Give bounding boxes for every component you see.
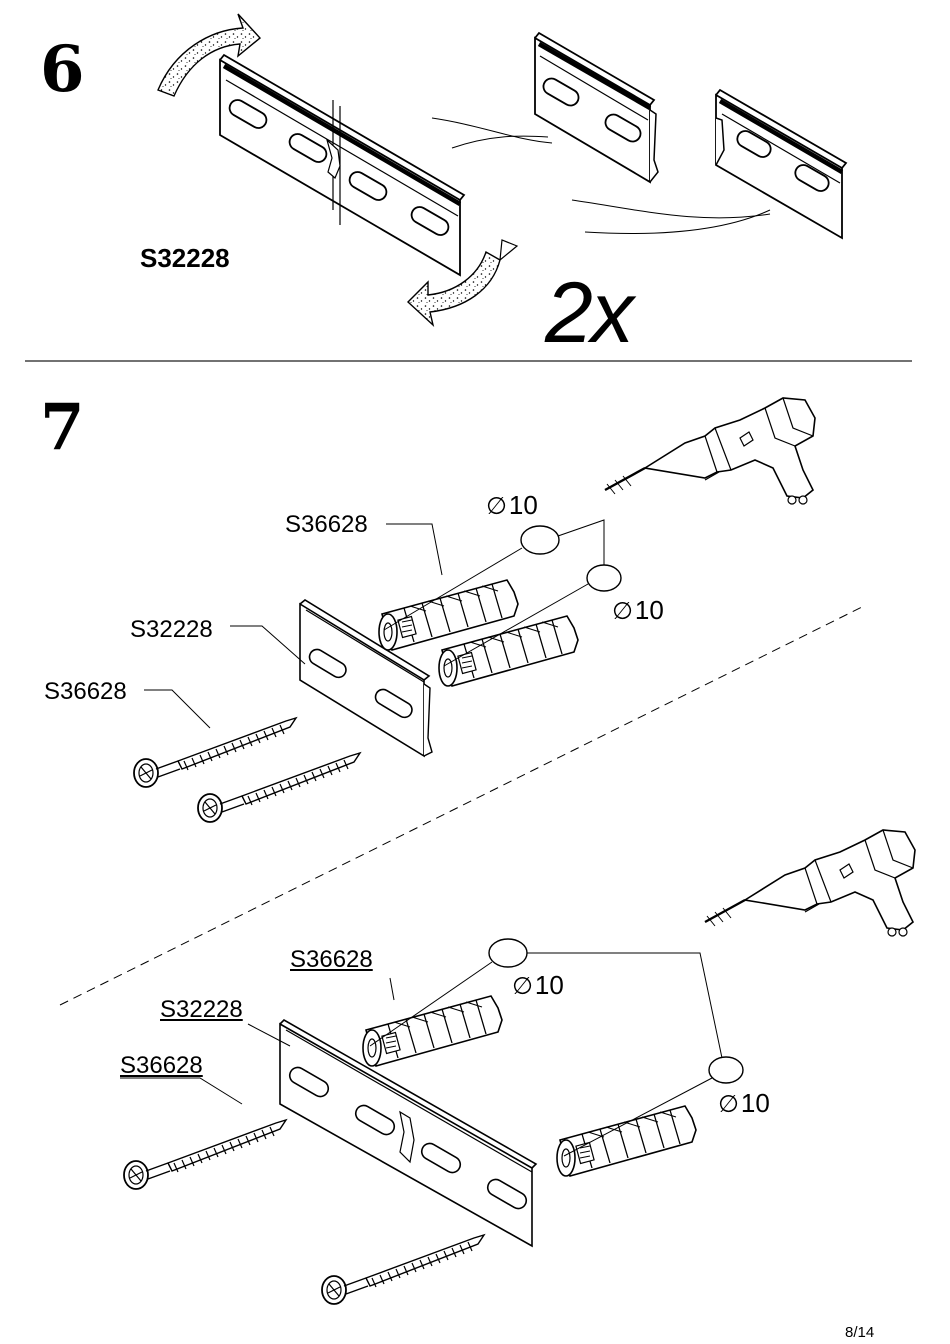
upper-drill-diameter-1-value: 10 [508,490,538,520]
upper-bracket [299,599,433,758]
upper-bracket-code: S32228 [130,616,213,643]
upper-drill-diameter-1: ∅10 [486,492,538,518]
diameter-icon: ∅ [612,597,633,625]
step-6-quantity: 2x [545,265,634,361]
diameter-icon: ∅ [486,492,507,520]
lower-drill-diameter-1-value: 10 [534,970,564,1000]
upper-drill-diameter-2: ∅10 [612,597,664,623]
upper-drill [603,396,817,506]
lower-screw-1 [123,1119,287,1190]
lower-screw-code: S36628 [120,1052,203,1079]
lower-drill-diameter-2-value: 10 [740,1088,770,1118]
lower-bracket [279,1019,538,1248]
step-6-number: 6 [40,32,85,107]
lower-dowel-1 [362,995,503,1067]
step-6-part-code: S32228 [140,243,230,273]
diameter-icon: ∅ [718,1090,739,1118]
lower-drill-diameter-1: ∅10 [512,972,564,998]
bracket-half-right [715,88,848,240]
long-bracket [219,53,466,277]
upper-drill-diameter-2-value: 10 [634,595,664,625]
step-7-number: 7 [40,390,85,465]
motion-lines [431,117,771,234]
lower-dowel-code: S36628 [290,946,373,973]
upper-screw-code: S36628 [44,678,127,705]
rotate-arrow-top [157,13,262,97]
upper-screw-2 [197,752,361,823]
bracket-half-left [534,31,659,184]
lower-guide-lines [120,938,744,1157]
lower-bracket-code: S32228 [160,996,243,1023]
upper-screw-1 [133,717,297,788]
lower-dowel-2 [556,1105,697,1177]
lower-drill [703,828,917,938]
rotate-arrow-bottom [406,239,519,328]
lower-screw-2 [321,1234,485,1305]
page-number: 8/14 [845,1324,875,1341]
upper-dowel-code: S36628 [285,511,368,538]
diameter-icon: ∅ [512,972,533,1000]
upper-guide-lines [144,519,622,729]
lower-drill-diameter-2: ∅10 [718,1090,770,1116]
